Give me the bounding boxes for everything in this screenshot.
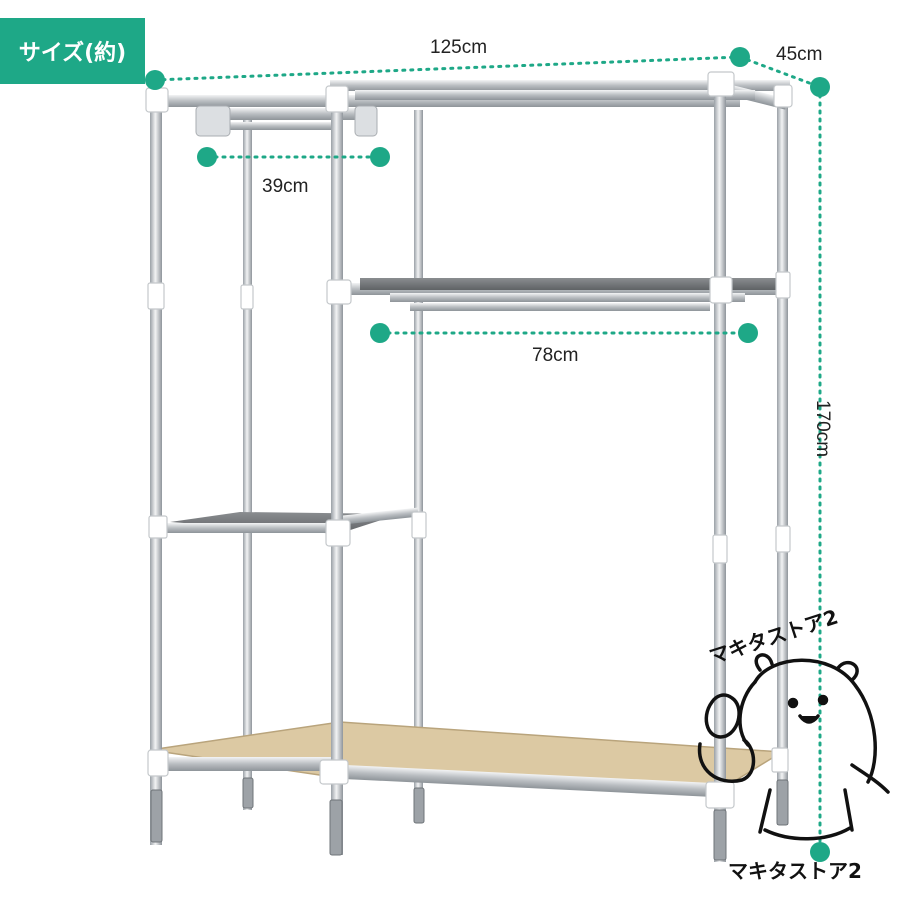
depth-dimension-line bbox=[738, 55, 822, 89]
right-upper-shelf bbox=[340, 278, 780, 311]
feet bbox=[150, 777, 789, 861]
watermark-top: マキタストア2 bbox=[706, 605, 841, 669]
width-dimension-line bbox=[153, 55, 742, 82]
middle-shelf bbox=[160, 507, 419, 534]
size-badge: サイズ(約) bbox=[0, 18, 145, 84]
watermark-bottom: マキタストア2 bbox=[728, 859, 862, 883]
back-posts bbox=[243, 95, 788, 825]
joint-connectors bbox=[145, 71, 793, 809]
dimension-lines bbox=[153, 55, 822, 854]
top-frame bbox=[160, 80, 790, 137]
bear-mascot-watermark bbox=[697, 653, 890, 841]
depth-dimension-label: 45cm bbox=[776, 44, 823, 65]
dimension-markers bbox=[145, 47, 830, 862]
height-dimension-label: 170cm bbox=[812, 400, 833, 458]
left-rod-dimension-label: 39cm bbox=[262, 176, 309, 197]
width-dimension-label: 125cm bbox=[430, 37, 488, 58]
right-rod-dimension-label: 78cm bbox=[532, 345, 579, 366]
bottom-shelf-board bbox=[149, 721, 785, 798]
